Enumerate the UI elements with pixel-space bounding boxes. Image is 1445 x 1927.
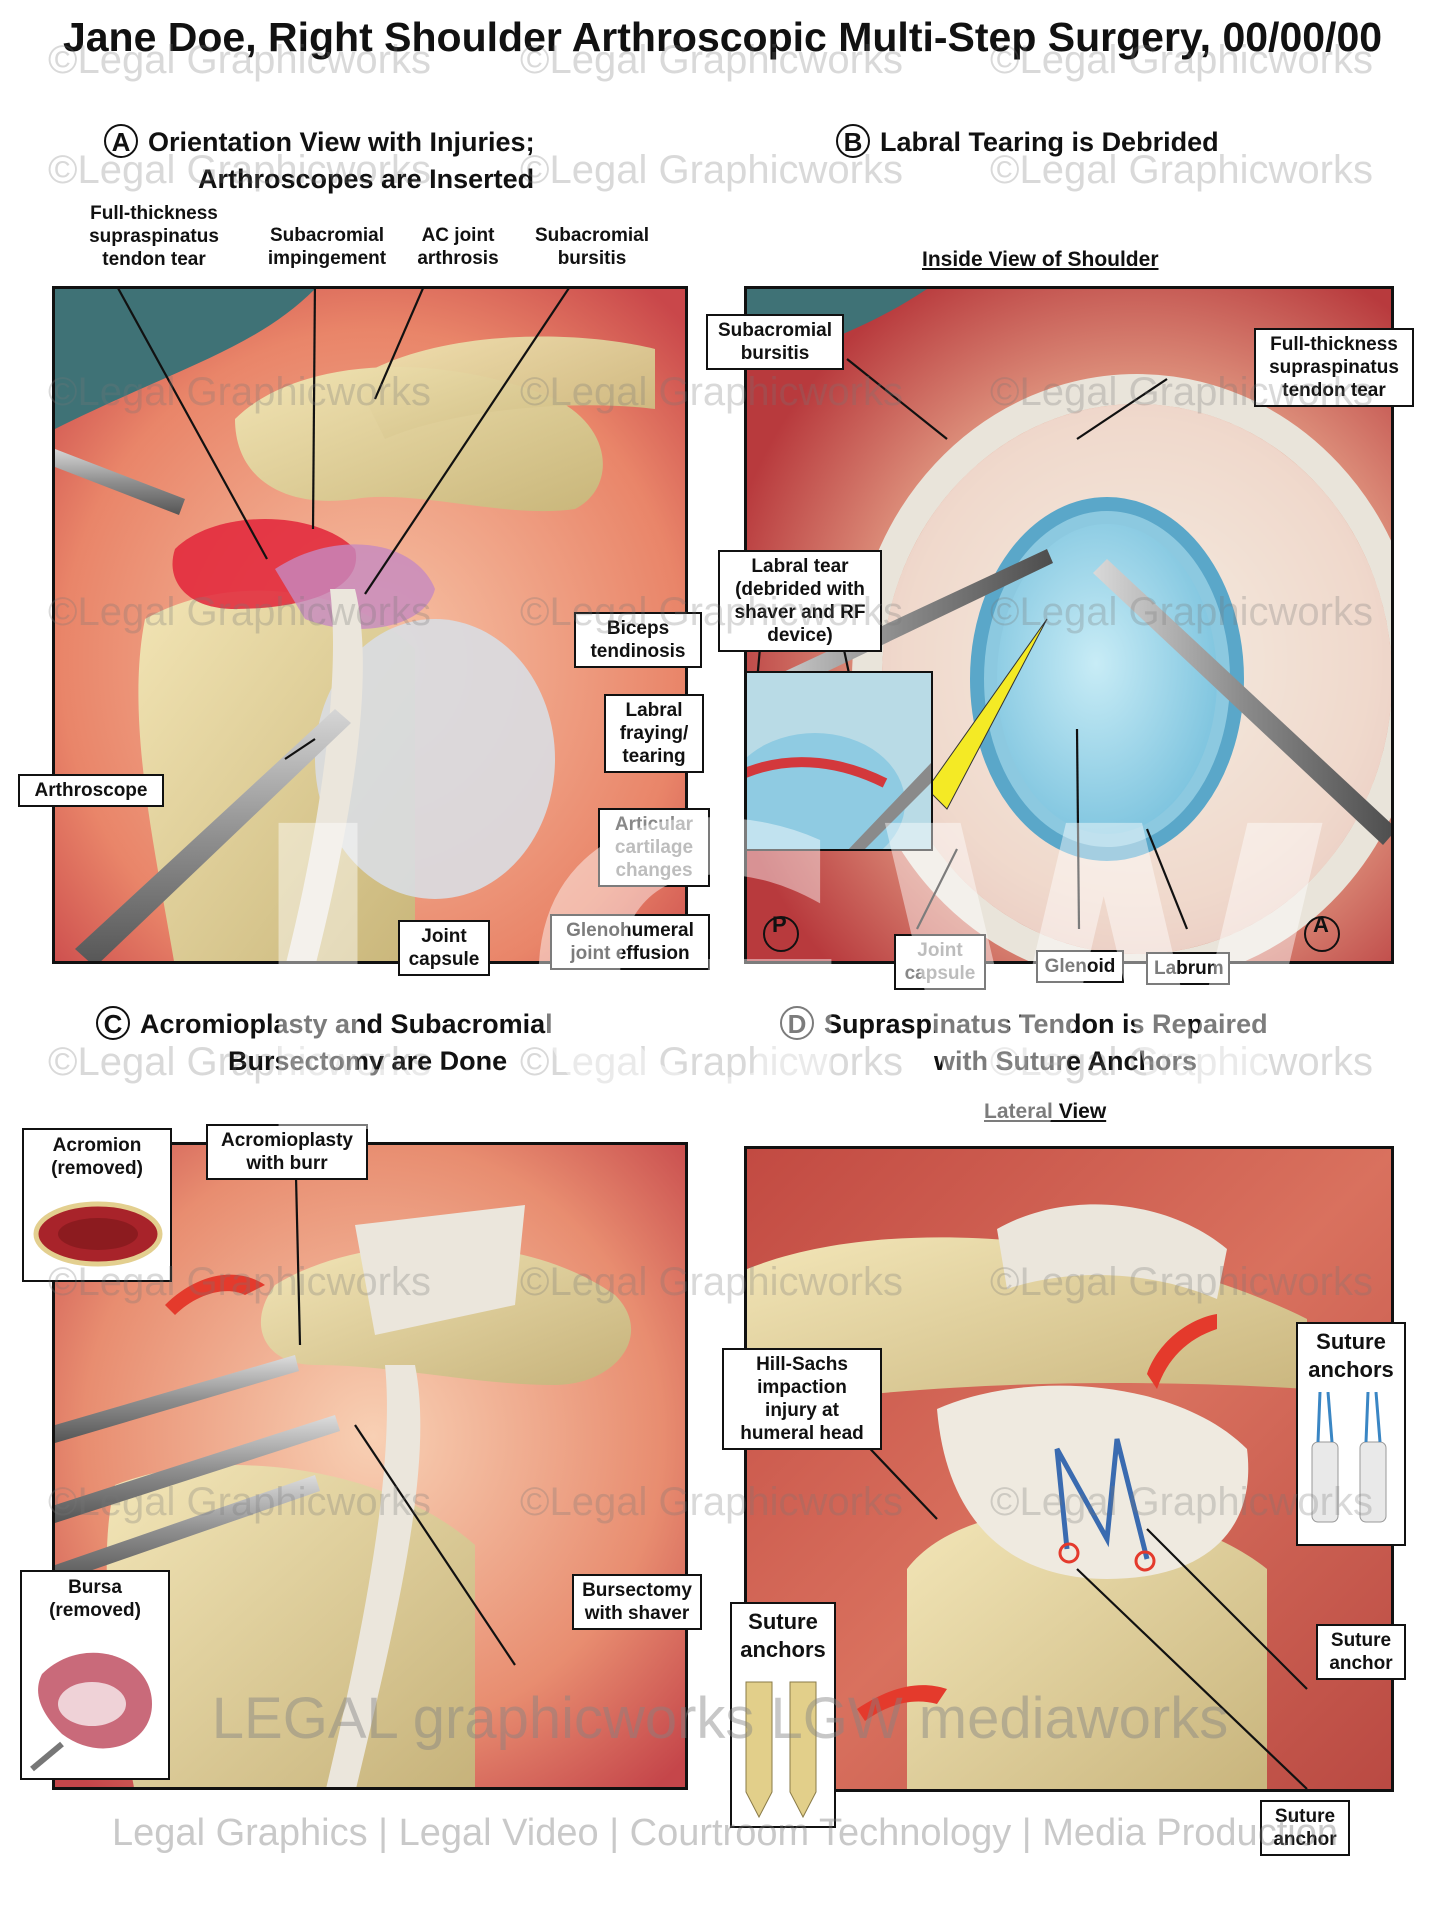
shaver-instrument — [747, 549, 1053, 705]
section-b-heading: B Labral Tearing is Debrided — [836, 124, 1219, 159]
humeral-head — [907, 1509, 1267, 1789]
label-a-effusion: Glenohumeral joint effusion — [550, 914, 710, 970]
label-a-bursitis: Subacromial bursitis — [534, 225, 650, 269]
label-d-suture-anchor-bottom: Suture anchor — [1260, 1800, 1350, 1856]
label-c-acromioplasty: Acromioplasty with burr — [206, 1124, 368, 1180]
label-d-suture-anchors-left: Suture anchors — [740, 1609, 826, 1662]
page-title: Jane Doe, Right Shoulder Arthroscopic Mu… — [62, 14, 1383, 60]
label-a-supraspinatus-tear: Full-thickness supraspinatus tendon tear — [89, 203, 219, 270]
suture-anchors-top-inset: Suture anchors — [1296, 1322, 1406, 1546]
posterior-marker-circle — [763, 916, 799, 952]
supraspinatus-tendon — [937, 1385, 1249, 1579]
label-b-joint-capsule: Joint capsule — [894, 934, 986, 990]
section-d-heading: D Supraspinatus Tendon is Repaired — [780, 1006, 1268, 1041]
acromion-fragment-icon — [33, 1201, 163, 1267]
coracoacromial-ligament — [355, 1205, 525, 1335]
label-a-cartilage: Articular cartilage changes — [598, 808, 710, 887]
section-c-heading-line2: Bursectomy are Done — [228, 1046, 508, 1076]
label-d-hill-sachs: Hill-Sachs impaction injury at humeral h… — [722, 1348, 882, 1450]
section-c-heading-line1: Acromioplasty and Subacromial — [140, 1009, 553, 1039]
suture-anchor-implant-icons — [745, 1681, 817, 1819]
label-c-bursectomy: Bursectomy with shaver — [572, 1574, 702, 1630]
label-c-acromion: Acromion (removed) — [51, 1135, 143, 1179]
label-b-glenoid: Glenoid — [1036, 950, 1124, 983]
anterior-marker-circle — [1304, 916, 1340, 952]
section-b-heading-text: Labral Tearing is Debrided — [880, 127, 1219, 157]
section-d-heading-line2: with Suture Anchors — [934, 1046, 1198, 1076]
glenoid-shape — [997, 524, 1217, 834]
section-c-heading: C Acromioplasty and Subacromial — [96, 1006, 553, 1041]
section-a-letter: A — [104, 124, 138, 158]
label-b-labrum: Labrum — [1146, 952, 1230, 985]
suture-anchor-screw-icons — [1311, 1392, 1387, 1523]
label-a-joint-capsule: Joint capsule — [398, 920, 490, 976]
arrow-anchors-top — [1147, 1314, 1217, 1389]
label-a-labral: Labral fraying/ tearing — [604, 694, 704, 773]
bottom-tagline: Legal Graphics | Legal Video | Courtroom… — [112, 1812, 1338, 1854]
marker-a: A — [1313, 912, 1329, 937]
label-c-bursa: Bursa (removed) — [49, 1577, 141, 1621]
biceps-tendon — [286, 589, 363, 961]
bursa-fragment-icon — [30, 1652, 152, 1772]
anchor-site-2 — [1134, 1550, 1156, 1572]
label-d-suture-anchor-mid: Suture anchor — [1316, 1624, 1406, 1680]
marker-p: P — [772, 912, 787, 937]
panel-a-artwork — [55, 289, 685, 961]
suture-construct — [1054, 1438, 1150, 1560]
suture-anchors-left-inset: Suture anchors — [730, 1602, 836, 1828]
section-a-heading-line1: Orientation View with Injuries; — [148, 127, 535, 157]
ligament-d — [997, 1204, 1227, 1299]
section-a-heading-line2: Arthroscopes are Inserted — [198, 164, 535, 194]
section-d-heading-line1: Supraspinatus Tendon is Repaired — [824, 1009, 1268, 1039]
label-a-impingement: Subacromial impingement — [267, 225, 387, 269]
label-a-biceps: Biceps tendinosis — [574, 612, 702, 668]
section-b-subheading: Inside View of Shoulder — [922, 248, 1159, 271]
panel-a-background-dark — [55, 289, 315, 429]
arrow-anchors-left — [857, 1685, 947, 1721]
labral-tear-inset — [747, 671, 933, 851]
biceps-tendon-c — [326, 1365, 421, 1787]
magnify-pointer — [926, 618, 1048, 810]
shaver-instrument-c — [55, 1415, 340, 1523]
section-c-letter: C — [96, 1006, 130, 1040]
label-d-suture-anchors-top: Suture anchors — [1308, 1329, 1394, 1382]
lower-arthroscope — [75, 709, 351, 961]
label-b-labral-tear: Labral tear (debrided with shaver and RF… — [718, 550, 882, 652]
upper-arthroscope — [55, 449, 185, 515]
bursa-region — [275, 544, 435, 629]
panel-d-artwork — [747, 1149, 1391, 1789]
clavicle — [355, 336, 655, 439]
removal-arrow-acromion — [165, 1274, 265, 1315]
arthroscope-c — [55, 1475, 320, 1583]
burr-instrument — [55, 1355, 299, 1443]
label-a-arthroscope: Arthroscope — [18, 774, 164, 807]
joint-capsule-shape — [315, 619, 555, 899]
label-a-ac-joint: AC joint arthrosis — [417, 225, 499, 269]
section-d-subheading: Lateral View — [984, 1100, 1107, 1123]
section-d-letter: D — [780, 1006, 814, 1040]
label-b-supraspinatus-tear: Full-thickness supraspinatus tendon tear — [1254, 328, 1414, 407]
section-a-heading: A Orientation View with Injuries; — [104, 124, 535, 159]
anchor-site-1 — [1058, 1542, 1080, 1564]
acromion-removed-inset: Acromion (removed) — [22, 1128, 172, 1282]
panel-a-illustration — [52, 286, 688, 964]
labral-tear-inset-artwork — [747, 673, 931, 849]
label-b-bursitis: Subacromial bursitis — [706, 314, 844, 370]
panel-d-illustration — [744, 1146, 1394, 1792]
rf-device-instrument — [1093, 559, 1391, 845]
bursa-removed-inset: Bursa (removed) — [20, 1570, 170, 1780]
watermark: ©Legal Graphicworks — [520, 1040, 903, 1084]
section-b-letter: B — [836, 124, 870, 158]
